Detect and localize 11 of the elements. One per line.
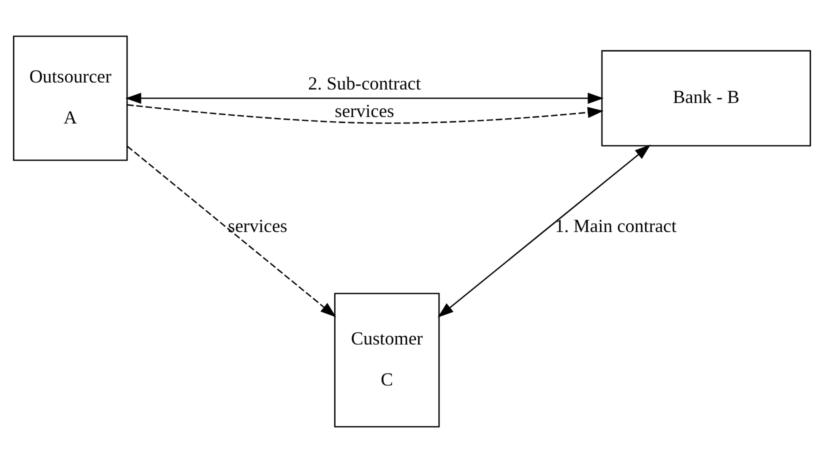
node-box: Outsourcer A: [12, 36, 128, 161]
edge-label: 2. Sub-contract: [308, 73, 421, 94]
node-box: Customer C: [334, 292, 440, 428]
arrow: [126, 146, 336, 318]
arrow: [125, 92, 604, 104]
arrow: [438, 144, 651, 318]
edge-label: 1. Main contract: [555, 216, 677, 236]
arrow: [127, 104, 604, 124]
node-box: Bank - B: [601, 50, 812, 146]
edge-label: services: [334, 101, 394, 122]
edge-label: services: [228, 216, 288, 236]
